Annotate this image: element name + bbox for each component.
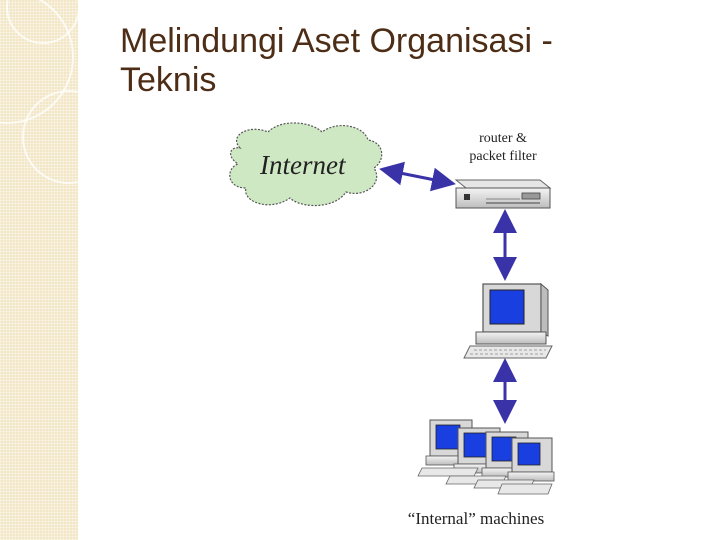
decorative-sidebar <box>0 0 78 540</box>
internal-machines-label: “Internal” machines <box>408 509 544 528</box>
internet-router-link <box>379 161 456 192</box>
router-label-line-2: packet filter <box>469 149 537 164</box>
internal-machines-cluster <box>417 419 555 495</box>
internet-cloud: Internet <box>229 122 383 207</box>
internal-computer-4 <box>507 437 555 482</box>
internal-keyboards <box>417 467 553 495</box>
router-device <box>454 179 552 209</box>
slide-title-line-2: Teknis <box>120 61 217 100</box>
slide-title: Melindungi Aset Organisasi - Teknis <box>120 22 680 100</box>
internet-label: Internet <box>259 150 347 180</box>
slide-title-line-1: Melindungi Aset Organisasi - <box>120 22 553 60</box>
router-label-line-1: router & <box>479 131 527 146</box>
workstation-computer <box>463 282 553 359</box>
